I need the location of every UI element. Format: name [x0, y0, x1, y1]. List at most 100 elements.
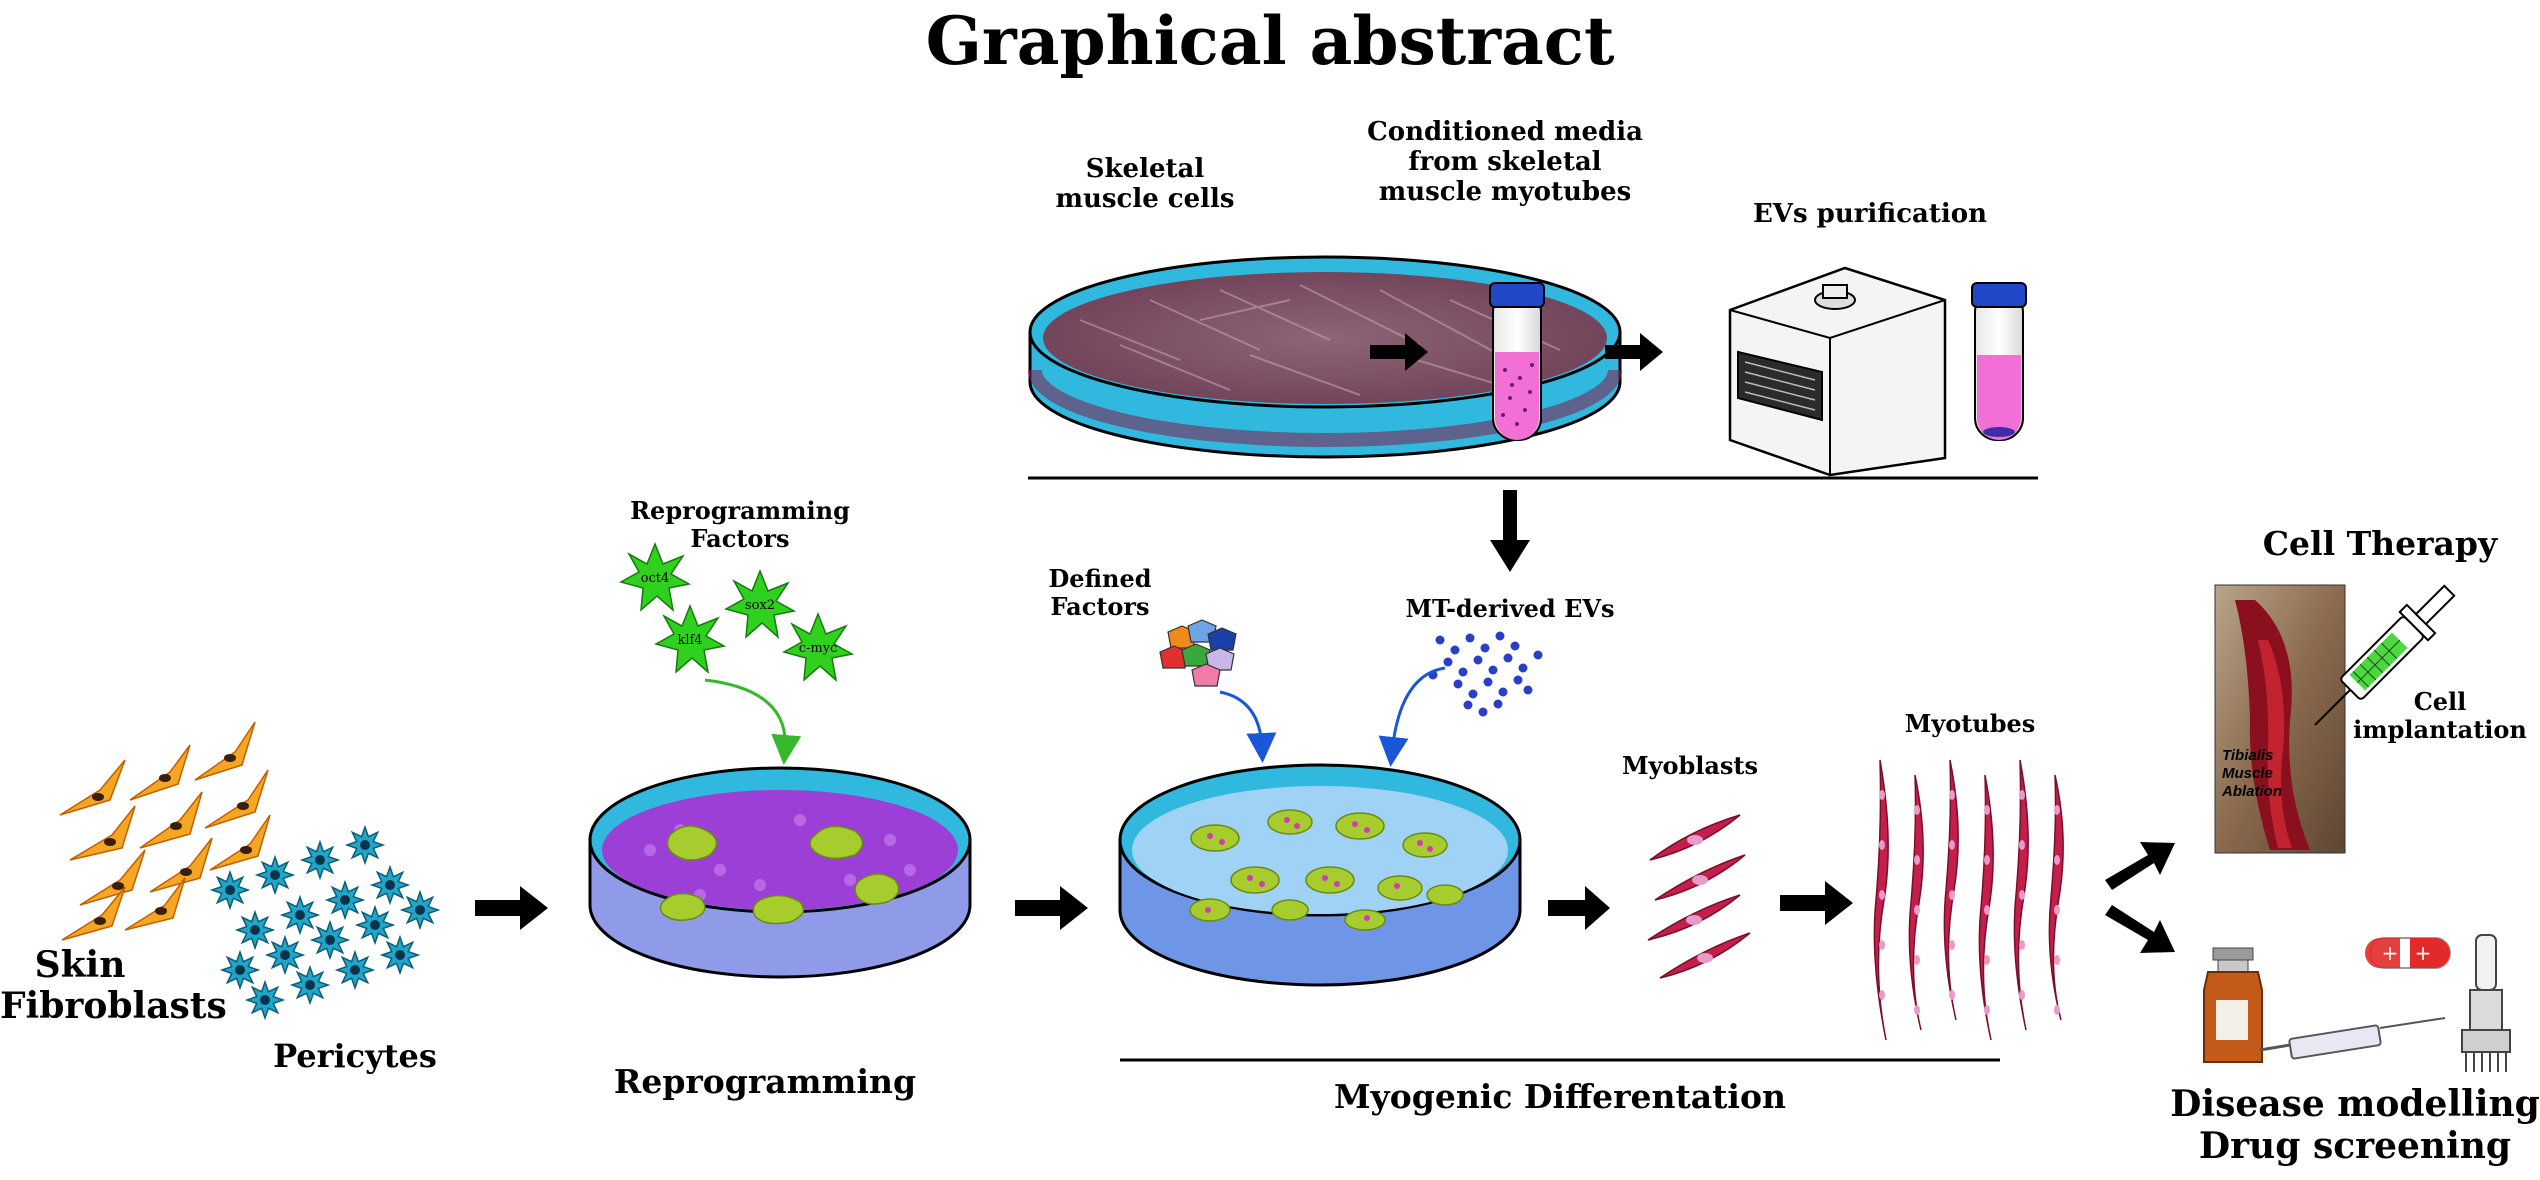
myotube-nucleus	[1914, 955, 1920, 965]
arrow-to-cell-therapy	[2105, 842, 2175, 890]
ev-dot	[1498, 687, 1508, 697]
skeletal-muscle-cells-line-2: muscle cells	[1055, 183, 1235, 214]
myotube-nucleus	[1879, 840, 1885, 850]
implantation-syringe-icon	[2314, 584, 2456, 726]
conditioned-media-line-2: from skeletal	[1408, 146, 1602, 177]
drug-vial-icon	[2203, 947, 2263, 1063]
pericyte-nucleus	[325, 935, 335, 945]
arrow-dish-to-media	[1370, 333, 1428, 371]
myotube-nucleus	[2054, 805, 2060, 815]
drug-syringe-icon	[2259, 1017, 2446, 1060]
myotube-nucleus	[1914, 905, 1920, 915]
defined-factors-line-2: Factors	[1050, 591, 1150, 621]
ev-dot	[1518, 663, 1528, 673]
myotube-nucleus	[1879, 890, 1885, 900]
myotube-nucleus	[1984, 1005, 1990, 1015]
disease-modelling-line-2: Drug screening	[2198, 1125, 2512, 1168]
cell-implantation-label: Cell implantation	[2350, 688, 2530, 743]
mt-derived-evs-label: MT-derived EVs	[1405, 594, 1615, 623]
ev-dot	[1468, 689, 1478, 699]
myotube-nucleus	[1914, 855, 1920, 865]
reprogramming-factors-line-2: Factors	[690, 523, 790, 553]
myotube-nucleus	[1879, 990, 1885, 1000]
reprogramming-factors-line-1: Reprogramming	[630, 496, 850, 525]
factor-sox2-text: sox2	[745, 598, 775, 613]
conditioned-media-tube	[1489, 282, 1545, 441]
myotube-nucleus	[2019, 790, 2025, 800]
svg-text:+: +	[2415, 941, 2432, 965]
myotube-nucleus	[1984, 855, 1990, 865]
reprogramming-factors-stars: oct4 sox2 klf4 c-myc	[619, 541, 855, 682]
defined-factors-icon	[1159, 619, 1237, 687]
disease-modelling-label: Disease modelling Drug screening	[2170, 1083, 2540, 1168]
factor-sox2-star: sox2	[724, 568, 797, 639]
arrow-defined-factors-to-dish	[1219, 690, 1277, 763]
cell-therapy-label: Cell Therapy	[2262, 524, 2498, 563]
arrow-factors-to-dish	[704, 678, 802, 765]
pericyte-nucleus	[415, 905, 425, 915]
reprogramming-dish	[588, 766, 972, 979]
pericyte-nucleus	[305, 980, 315, 990]
myotube-nucleus	[1949, 940, 1955, 950]
skin-fibroblasts-line-1: Skin	[34, 944, 126, 986]
ev-dot	[1458, 667, 1468, 677]
factor-cmyc-text: c-myc	[799, 641, 838, 656]
ev-dot	[1453, 679, 1463, 689]
pericyte-nucleus	[315, 855, 325, 865]
myogenic-differentiation-label: Myogenic Differentation	[1334, 1077, 1786, 1116]
skeletal-muscle-dish	[1028, 255, 1622, 459]
myogenic-dish	[1118, 763, 1522, 987]
skin-fibroblasts-cluster	[59, 721, 271, 941]
mt-derived-evs-dots	[1428, 631, 1543, 717]
graphical-abstract-title: Graphical abstract	[925, 2, 1615, 80]
myotube-nucleus	[2019, 940, 2025, 950]
cell-therapy-photo	[2214, 584, 2346, 854]
myotube	[1908, 774, 1924, 1031]
myotube-nucleus	[1949, 840, 1955, 850]
myotube-nucleus	[2019, 990, 2025, 1000]
evs-purification-label: EVs purification	[1752, 199, 1988, 229]
pericyte-nucleus	[340, 895, 350, 905]
conditioned-media-line-1: Conditioned media	[1367, 117, 1643, 147]
myotube	[2048, 774, 2064, 1021]
myotube-nucleus	[1879, 790, 1885, 800]
myotube	[1943, 759, 1959, 1021]
ev-dot	[1480, 643, 1490, 653]
pericyte-nucleus	[270, 870, 280, 880]
arrow-reprogramming-to-myogenic	[1015, 886, 1088, 930]
arrow-to-disease-modelling	[2105, 905, 2175, 953]
ev-dot	[1523, 685, 1533, 695]
myotube-nucleus	[2054, 855, 2060, 865]
ev-dot	[1513, 675, 1523, 685]
myotube-nucleus	[1984, 905, 1990, 915]
myotube-nucleus	[1984, 955, 1990, 965]
pericyte-nucleus	[280, 950, 290, 960]
ev-dot	[1443, 657, 1453, 667]
photo-caption-line-3: Ablation	[2221, 783, 2282, 800]
ev-dot	[1533, 650, 1543, 660]
ev-dot	[1483, 677, 1493, 687]
photo-caption-line-1: Tibialis	[2222, 747, 2273, 764]
ev-dot	[1510, 641, 1520, 651]
myotube-nucleus	[1914, 805, 1920, 815]
myotube-nucleus	[1949, 790, 1955, 800]
myotube-nucleus	[2054, 955, 2060, 965]
pericytes-label: Pericytes	[273, 1037, 437, 1075]
pericyte-nucleus	[235, 965, 245, 975]
pericyte-nucleus	[225, 885, 235, 895]
disease-modelling-line-1: Disease modelling	[2170, 1083, 2540, 1125]
skeletal-muscle-cells-line-1: Skeletal	[1085, 154, 1205, 184]
pericyte-nucleus	[250, 925, 260, 935]
arrow-myoblasts-to-myotubes	[1780, 881, 1853, 925]
myotubes-label: Myotubes	[1904, 709, 2036, 738]
myotube-nucleus	[1949, 890, 1955, 900]
pericyte-nucleus	[370, 920, 380, 930]
factor-cmyc-star: c-myc	[782, 611, 855, 682]
ev-dot	[1463, 700, 1473, 710]
myotube	[1873, 759, 1889, 1041]
ev-dot	[1435, 635, 1445, 645]
ev-dot	[1465, 633, 1475, 643]
ev-dot	[1495, 631, 1505, 641]
pericyte-nucleus	[360, 840, 370, 850]
